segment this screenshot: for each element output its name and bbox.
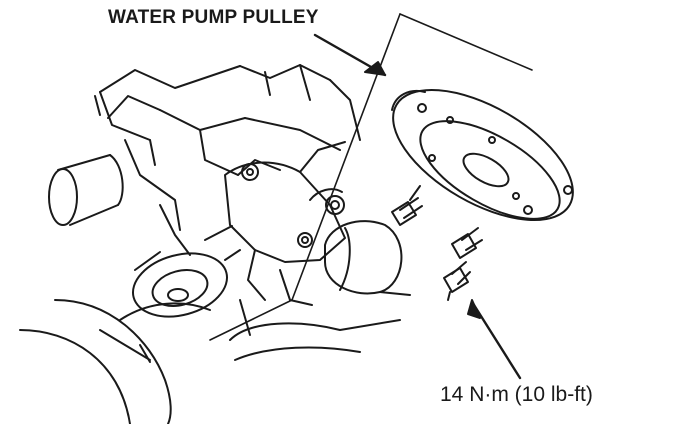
bolt-2 xyxy=(451,227,483,259)
mounting-bolts xyxy=(391,185,483,301)
pulley-flange xyxy=(391,88,574,222)
bulb-housing xyxy=(324,220,411,296)
leader-lines xyxy=(209,13,533,341)
engine-block-outline xyxy=(94,64,361,363)
lower-hose xyxy=(19,299,172,424)
bolt-1 xyxy=(391,185,423,226)
bolt-3 xyxy=(443,261,471,301)
pulley-arrow xyxy=(313,33,387,77)
torque-spec-label: 14 N·m (10 lb-ft) xyxy=(440,383,593,406)
pulley-label: WATER PUMP PULLEY xyxy=(108,7,319,28)
pump-housing xyxy=(204,141,346,306)
crank-hub xyxy=(131,249,241,318)
torque-arrow xyxy=(467,299,522,380)
lower-bracket xyxy=(229,299,401,361)
left-cylinder xyxy=(48,154,124,226)
